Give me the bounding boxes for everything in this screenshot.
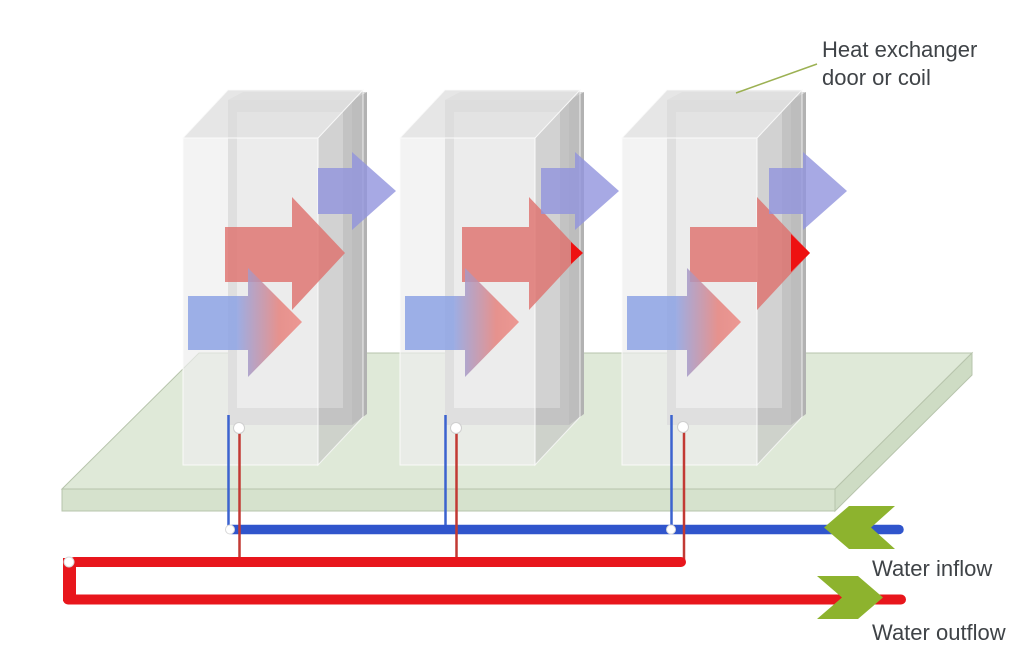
rack3-connection-dot	[677, 421, 689, 433]
platform-side-face	[834, 351, 973, 513]
rack-unit-2	[398, 88, 619, 467]
cool-air-intake-arrow	[627, 268, 741, 377]
hot-air-arrow	[690, 197, 810, 310]
water-outflow-chevron	[817, 576, 883, 619]
cool-air-intake-arrow	[405, 268, 519, 377]
outflow-pipe-end-dot	[63, 556, 75, 568]
hot-air-exit-tip	[571, 242, 583, 264]
annotation-leader-line	[735, 63, 818, 94]
rack-unit-1	[181, 88, 396, 467]
water-inflow-chevron	[824, 506, 895, 549]
pipe-connection-dots	[63, 421, 689, 568]
inflow-pipe-junction-dot-3	[666, 524, 676, 535]
water-drop-lines	[227, 415, 673, 530]
exhaust-air-arrow	[541, 152, 619, 230]
rack-unit-3	[620, 88, 847, 467]
rack-side-face	[317, 88, 364, 467]
rack2-connection-dot	[450, 422, 462, 434]
inflow-pipe-junction-dot-1	[225, 524, 235, 535]
exhaust-air-arrow	[769, 152, 847, 230]
platform-front-face	[61, 488, 836, 512]
heat-exchanger-label-line1: Heat exchanger	[822, 37, 977, 62]
heat-exchanger-label-line2: door or coil	[822, 65, 931, 90]
water-outflow-piping	[63, 557, 906, 605]
rack1-connection-dot	[233, 422, 245, 434]
exhaust-air-arrow	[318, 152, 396, 230]
return-drop-lines	[238, 424, 686, 560]
hot-air-exit-tip	[791, 234, 810, 272]
cool-air-intake-arrow	[188, 268, 302, 377]
hot-air-arrow	[462, 197, 582, 310]
water-inflow-label: Water inflow	[872, 556, 992, 581]
water-outflow-label: Water outflow	[872, 620, 1006, 645]
